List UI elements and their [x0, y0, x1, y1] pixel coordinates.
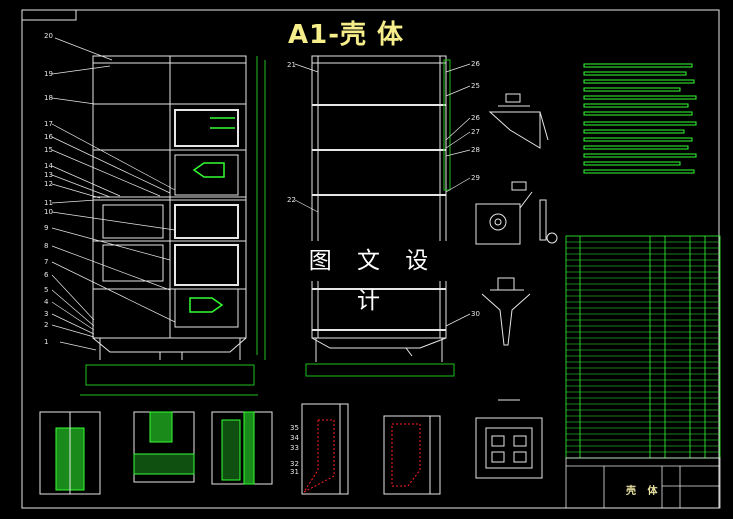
- sheet-border: [21, 9, 720, 509]
- watermark-label: 图 文 设 计: [290, 241, 456, 314]
- callout-front-16: 16: [44, 133, 53, 141]
- callout-front-20: 20: [44, 32, 53, 40]
- section-detail-1: [39, 411, 101, 495]
- callout-front-3: 3: [44, 310, 48, 318]
- callout-front-5: 5: [44, 286, 48, 294]
- front-view-leaders: [51, 37, 176, 351]
- callout-side-26: 26: [471, 60, 480, 68]
- callout-side-28: 28: [471, 146, 480, 154]
- callout-front-12: 12: [44, 180, 53, 188]
- callout-detail-31: 31: [290, 468, 299, 476]
- side-view: [305, 55, 455, 377]
- callout-front-15: 15: [44, 146, 53, 154]
- callout-front-7: 7: [44, 258, 48, 266]
- callout-front-10: 10: [44, 208, 53, 216]
- callout-detail-33: 33: [290, 444, 299, 452]
- callout-front-13: 13: [44, 171, 53, 179]
- callout-front-4: 4: [44, 298, 49, 306]
- callout-detail-32: 32: [290, 460, 299, 468]
- callout-front-1: 1: [44, 338, 48, 346]
- callout-side-27: 27: [471, 128, 480, 136]
- drawing-title: A1-壳 体: [288, 20, 405, 50]
- callout-front-9: 9: [44, 224, 48, 232]
- section-detail-4: [301, 403, 349, 495]
- callout-side-22: 22: [287, 196, 296, 204]
- callout-detail-35: 35: [290, 424, 299, 432]
- callout-side-29: 29: [471, 174, 480, 182]
- bracket-detail: [488, 93, 549, 149]
- callout-side-25: 25: [471, 82, 480, 90]
- callout-side-26: 26: [471, 114, 480, 122]
- parts-list: [565, 235, 721, 459]
- callout-side-30: 30: [471, 310, 480, 318]
- section-detail-5: [383, 415, 441, 495]
- callout-front-2: 2: [44, 321, 48, 329]
- callout-front-14: 14: [44, 162, 53, 170]
- section-detail-2: [133, 411, 195, 483]
- side-view-leaders: [294, 63, 471, 327]
- title-block-name: 壳 体: [626, 486, 662, 497]
- callout-front-19: 19: [44, 70, 53, 78]
- flange-detail: [475, 399, 543, 479]
- sheet-corner-box: [21, 9, 77, 21]
- callout-front-17: 17: [44, 120, 53, 128]
- callout-front-11: 11: [44, 199, 53, 207]
- section-detail-3: [211, 411, 273, 485]
- front-view: [80, 55, 266, 396]
- callout-front-6: 6: [44, 271, 49, 279]
- title-block: [565, 457, 721, 509]
- hanger-detail: [481, 277, 531, 346]
- hinge-detail: [475, 181, 558, 245]
- callout-front-8: 8: [44, 242, 48, 250]
- technical-notes: [583, 63, 697, 174]
- airflow-arrows: [189, 117, 235, 313]
- callout-side-21: 21: [287, 61, 296, 69]
- parts-list-rows: [566, 241, 720, 453]
- callout-detail-34: 34: [290, 434, 299, 442]
- callout-front-18: 18: [44, 94, 53, 102]
